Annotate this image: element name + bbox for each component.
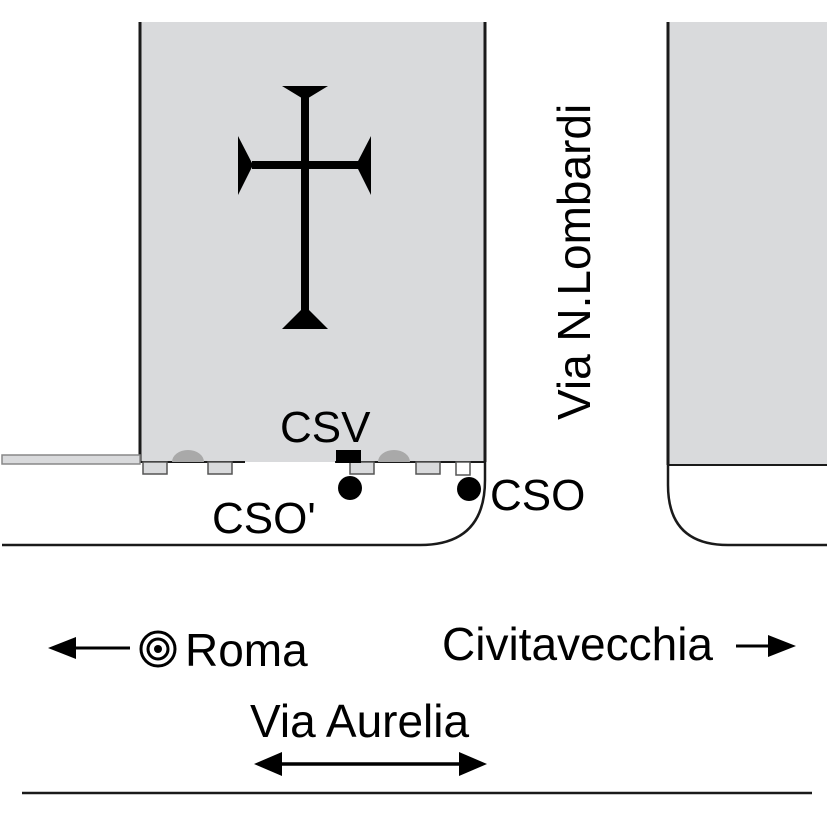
pillar-base <box>172 450 204 462</box>
sampling-markers <box>336 450 481 501</box>
side-wall <box>1 454 141 465</box>
curb-neighbour-corner <box>666 465 827 547</box>
bench <box>349 461 375 475</box>
facade-benches <box>142 450 471 476</box>
side-street-label: Via N.Lombardi <box>548 104 600 420</box>
bench <box>415 461 441 475</box>
west-city-label: Roma <box>185 624 308 676</box>
arrow-left-icon <box>254 752 282 776</box>
curb-church-corner <box>2 462 487 547</box>
main-road-label: Via Aurelia <box>250 695 470 747</box>
bench <box>142 461 168 475</box>
cross-icon <box>238 86 371 329</box>
bench <box>207 461 233 475</box>
main-road-double-arrow <box>254 752 487 776</box>
arrow-right-icon <box>768 635 796 657</box>
cso-prime-label: CSO' <box>212 494 316 543</box>
csv-label: CSV <box>280 403 371 452</box>
pillar-base <box>378 450 410 462</box>
cso-marker <box>457 477 481 501</box>
east-city-label: Civitavecchia <box>442 618 713 670</box>
csv-marker <box>336 450 361 463</box>
arrow-left-icon <box>48 637 76 659</box>
neighbour-building <box>666 22 827 466</box>
curb-lines <box>2 462 827 795</box>
cso-prime-marker <box>338 476 362 500</box>
city-marker-icon <box>139 630 177 668</box>
bench <box>455 461 471 476</box>
cso-label: CSO <box>490 471 585 520</box>
arrow-right-icon <box>459 752 487 776</box>
direction-east: Civitavecchia <box>442 618 796 670</box>
direction-west: Roma <box>48 624 308 676</box>
